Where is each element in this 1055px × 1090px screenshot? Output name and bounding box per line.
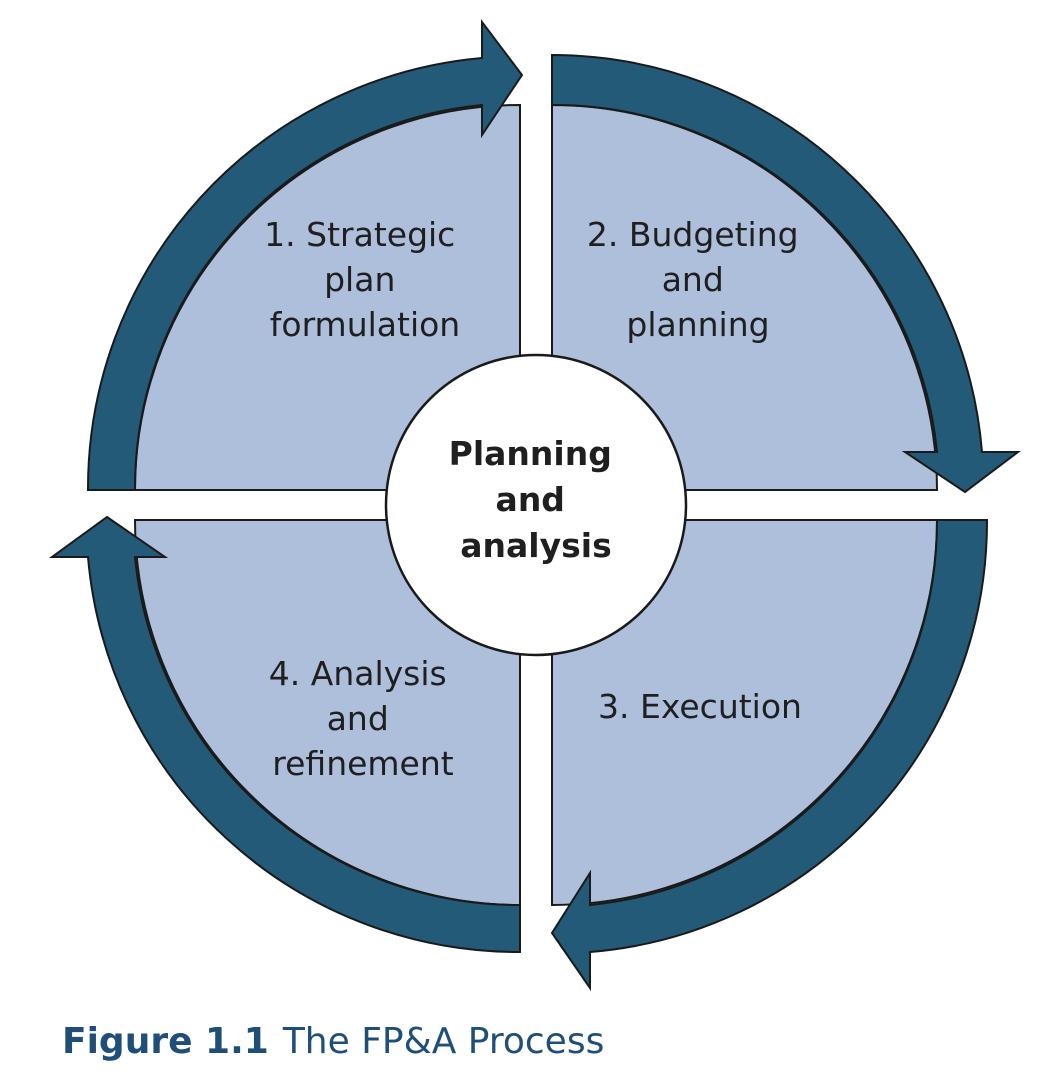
cycle-arrow-top-right	[551, 53, 1021, 494]
quadrant-label-execution: 3. Execution	[598, 687, 802, 726]
center-label: Planning and analysis	[449, 434, 624, 565]
figure-title: The FP&A Process	[282, 1021, 605, 1062]
cycle-arrow-top-left	[86, 19, 524, 491]
center-circle	[384, 353, 688, 657]
quadrant-label-budgeting-and-planning: 2. Budgeting and planning	[587, 215, 809, 344]
figure-caption: Figure 1.1 The FP&A Process	[62, 1018, 604, 1066]
quadrant-label-strategic-plan-formulation: 1. Strategic plan formulation	[264, 215, 466, 344]
figure-number: Figure 1.1	[62, 1021, 269, 1062]
fpa-process-diagram: 1. Strategic plan formulation 2. Budgeti…	[48, 19, 1021, 992]
quadrant-label-analysis-and-refinement: 4. Analysis and refinement	[269, 654, 457, 783]
cycle-arrow-bottom-right	[550, 519, 989, 992]
cycle-arrow-bottom-left	[48, 515, 521, 954]
